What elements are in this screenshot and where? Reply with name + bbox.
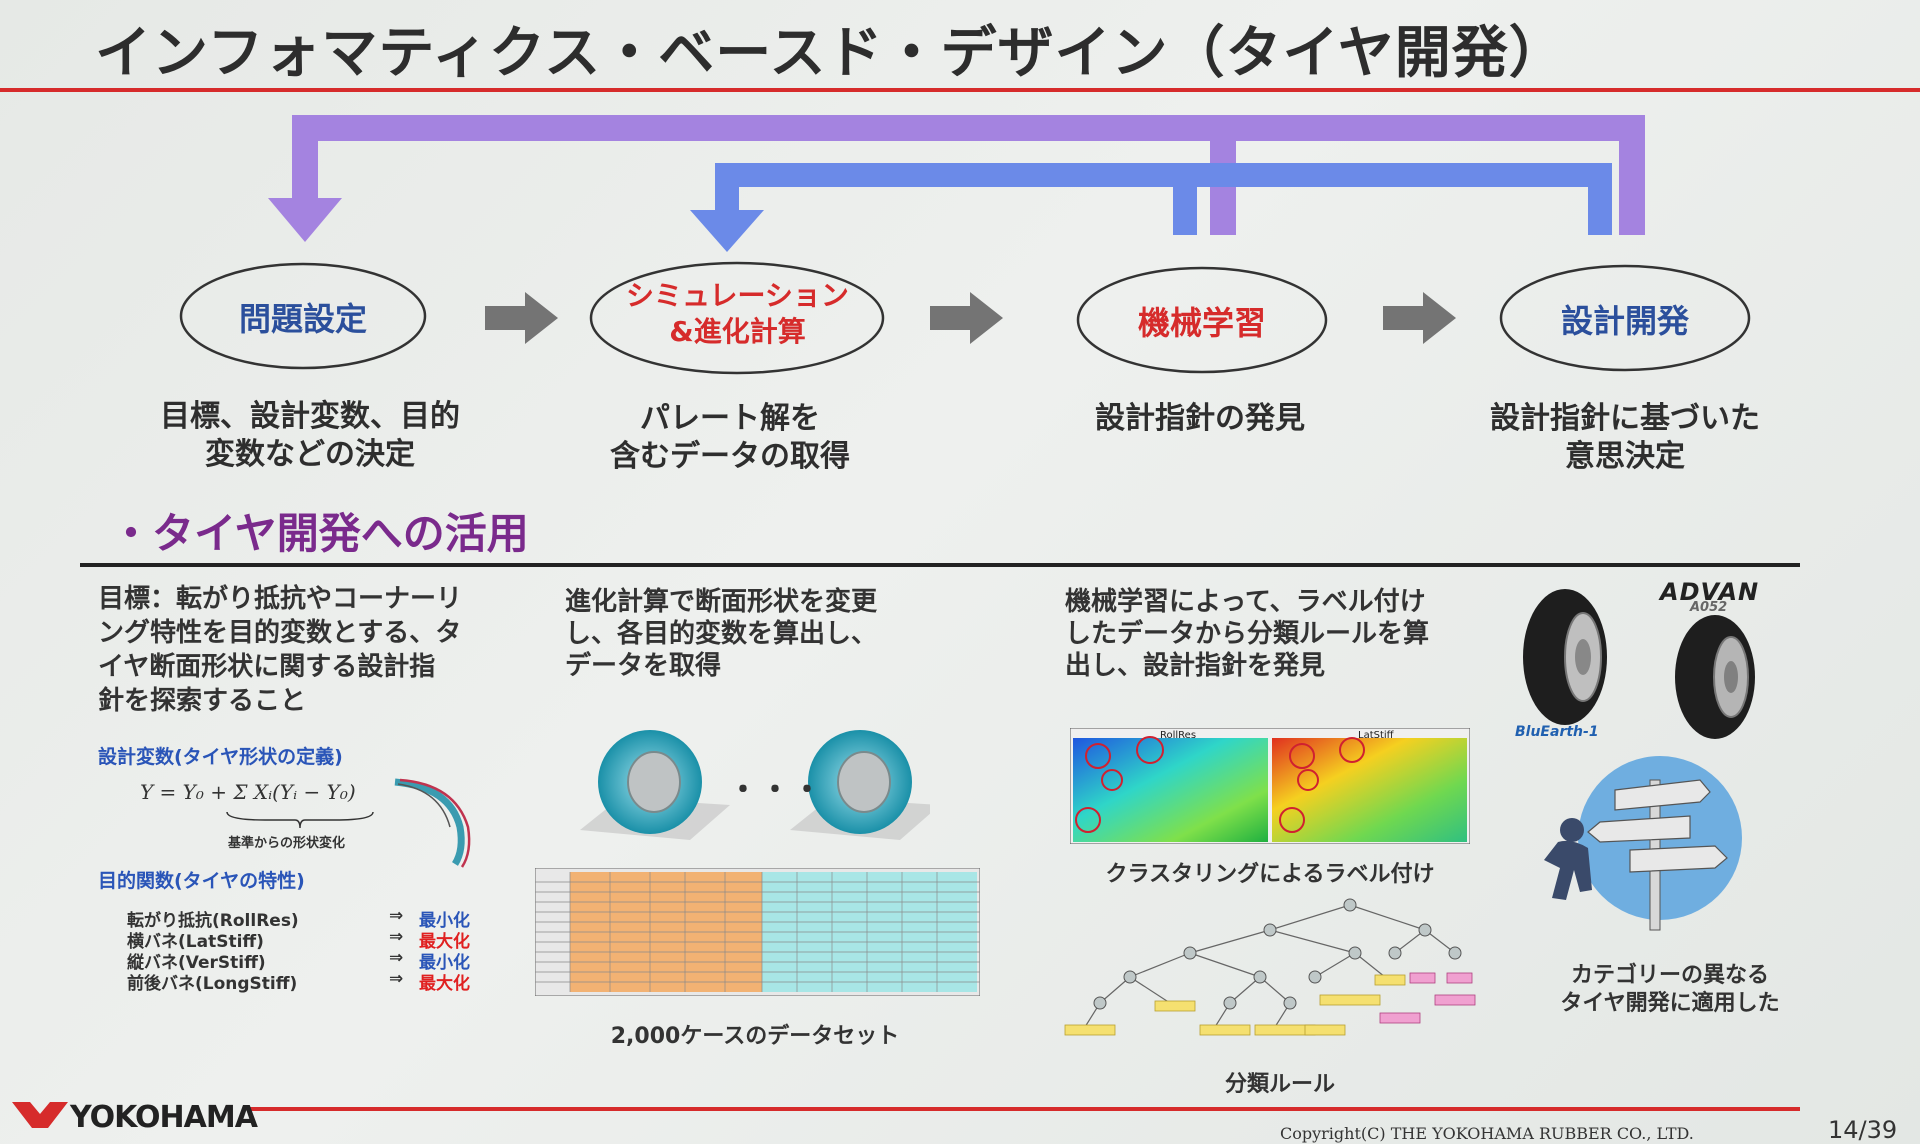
advan-model: A052 [1690, 600, 1728, 615]
clustering-maps-image [1070, 728, 1470, 844]
blue-arrowhead [690, 210, 764, 252]
bluearth-logo: BluEarth-1 [1515, 724, 1599, 740]
objective-row: 前後バネ(LongStiff) ⇒ 最大化 [127, 969, 470, 994]
section-rule [80, 563, 1800, 567]
oval-text-3: 機械学習 [1137, 304, 1266, 342]
page-number: 14/39 [1828, 1116, 1898, 1144]
rollres-map [1073, 738, 1268, 842]
forward-arrow-3 [1383, 292, 1456, 344]
map-label-rollres: RollRes [1160, 730, 1197, 741]
tire-ellipsis: ・・・ [728, 773, 824, 808]
purple-arrowhead [268, 198, 342, 242]
forward-arrow-2 [930, 292, 1003, 344]
blue-feedback-arrow [715, 163, 1612, 235]
formula-subtitle: 基準からの形状変化 [228, 836, 346, 851]
yokohama-logo-text: YOKOHAMA [70, 1100, 258, 1135]
step-desc-4: 設計指針に基づいた意思決定 [1490, 401, 1760, 474]
section-heading: ・タイヤ開発への活用 [110, 509, 529, 558]
tire-models-image [580, 730, 930, 840]
formula-brace [226, 811, 374, 829]
application-caption: カテゴリーの異なる タイヤ開発に適用した [1560, 963, 1780, 1016]
col2-text: 進化計算で断面形状を変更 し、各目的変数を算出し、 データを取得 [565, 587, 878, 681]
flow-arrows [179, 115, 1751, 375]
oval-design-development [1499, 264, 1751, 372]
step-desc-1: 目標、設計変数、目的変数などの決定 [160, 399, 460, 472]
oval-machine-learning [1076, 266, 1328, 374]
purple-feedback-arrow [292, 115, 1645, 235]
objective-row: 横バネ(LatStiff) ⇒ 最大化 [127, 927, 470, 952]
step-desc-2: パレート解を含むデータの取得 [610, 401, 850, 474]
oval-text-1: 問題設定 [238, 300, 367, 338]
footer-line [250, 1107, 1800, 1111]
oval-text-4: 設計開発 [1560, 302, 1689, 340]
objective-list: 転がり抵抗(RollRes) ⇒ 最小化 横バネ(LatStiff) ⇒ 最大化… [127, 906, 507, 994]
classification-rule-caption: 分類ルール [1224, 1072, 1335, 1097]
oval-text-2: シミュレーション &進化計算 [626, 279, 849, 348]
dataset-caption: 2,000ケースのデータセット [610, 1024, 900, 1049]
col1-text: 目標：転がり抵抗やコーナーリ ング特性を目的変数とする、タ イヤ断面形状に関する… [98, 584, 463, 716]
copyright: Copyright(C) THE YOKOHAMA RUBBER CO., LT… [1280, 1124, 1694, 1143]
objective-label: 目的関数(タイヤの特性) [98, 870, 305, 892]
slide-title: インフォマティクス・ベースド・デザイン（タイヤ開発） [95, 21, 1566, 86]
oval-problem-setting [179, 262, 427, 370]
step-desc-3: 設計指針の発見 [1095, 401, 1305, 436]
oval-simulation [589, 261, 885, 375]
product-tires-image [1523, 589, 1755, 739]
design-variable-label: 設計変数(タイヤ形状の定義) [98, 746, 343, 768]
tire-profile-icon [394, 778, 471, 868]
dataset-table-image [535, 868, 980, 996]
decision-tree-image [1064, 898, 1476, 1036]
objective-row: 縦バネ(VerStiff) ⇒ 最小化 [127, 948, 470, 973]
objective-row: 転がり抵抗(RollRes) ⇒ 最小化 [127, 906, 470, 931]
clustering-caption: クラスタリングによるラベル付け [1105, 862, 1435, 887]
title-underline [0, 88, 1920, 92]
col3-text: 機械学習によって、ラベル付け したデータから分類ルールを算 出し、設計指針を発見 [1065, 587, 1430, 681]
map-label-latstiff: LatStiff [1358, 730, 1394, 741]
advan-logo: ADVAN [1660, 578, 1760, 606]
forward-arrow-1 [485, 292, 558, 344]
yokohama-logo-mark [12, 1102, 68, 1128]
formula: Y = Y₀ + Σ Xᵢ(Yᵢ − Y₀) [140, 780, 356, 804]
crossroads-signpost-illustration [1544, 756, 1742, 931]
